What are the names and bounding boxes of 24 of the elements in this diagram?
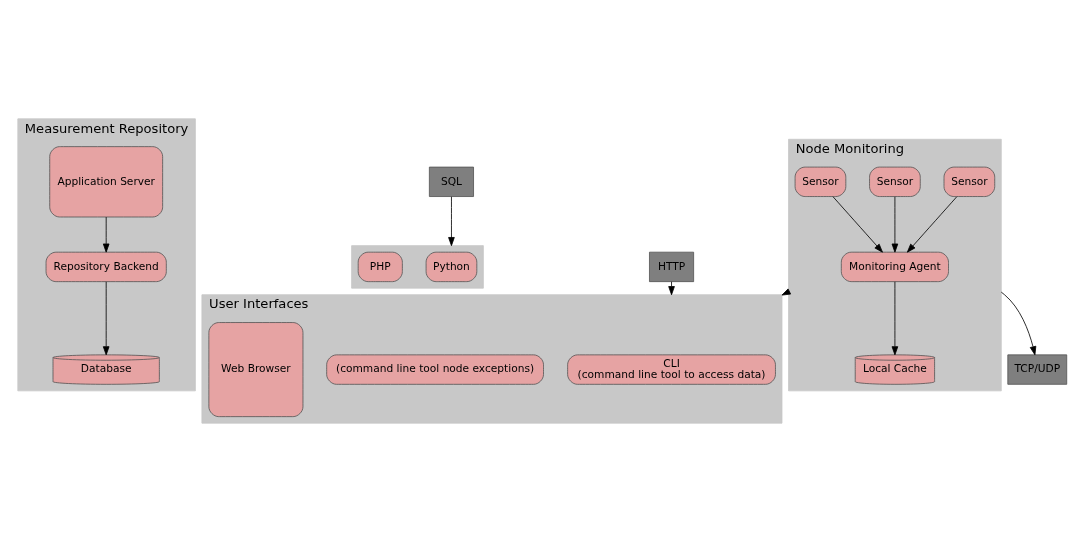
arrow	[891, 280, 899, 355]
arrow	[1000, 291, 1037, 355]
node-box: Monitoring Agent	[840, 251, 949, 282]
node-box: Web Browser	[208, 321, 304, 417]
arrow	[832, 195, 883, 253]
node-box: Sensor	[869, 166, 921, 197]
node-box: Application Server	[49, 145, 164, 217]
node-box: PHP	[357, 251, 403, 282]
node-box: Sensor	[794, 166, 847, 197]
arrow	[448, 195, 455, 246]
cluster	[351, 244, 484, 289]
node-box: Sensor	[943, 166, 996, 197]
node-box: HTTP	[649, 251, 695, 282]
node-box: TCP/UDP	[1007, 353, 1068, 385]
arrow	[102, 280, 110, 355]
node-box: SQL	[428, 166, 474, 197]
arrow	[668, 280, 675, 295]
node-box: (command line tool node exceptions)	[326, 353, 544, 385]
arrow	[891, 195, 899, 253]
arrow	[906, 195, 958, 253]
arrow	[102, 216, 110, 253]
node-box: CLI (command line tool to access data)	[567, 353, 776, 385]
node-box: Repository Backend	[45, 251, 167, 282]
node-box: Python	[425, 251, 478, 282]
